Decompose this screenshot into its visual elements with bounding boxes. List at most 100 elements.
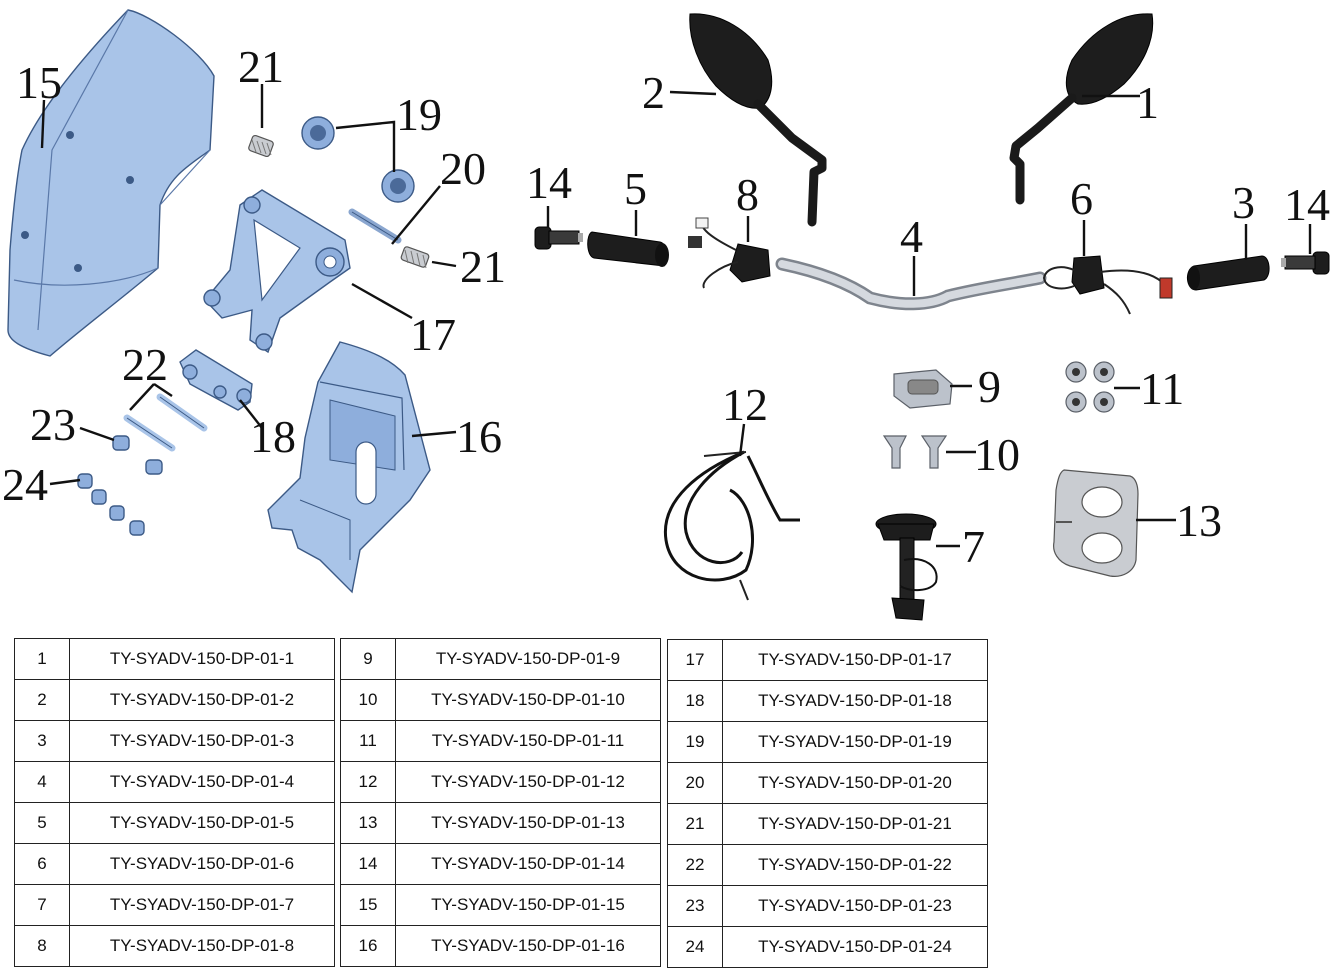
part-handlebar — [775, 257, 1047, 311]
callout-14-right: 14 — [1284, 179, 1330, 230]
part-code-cell: TY-SYADV-150-DP-01-13 — [395, 802, 661, 844]
part-switch-left — [688, 217, 771, 289]
part-code-cell: TY-SYADV-150-DP-01-4 — [69, 761, 335, 803]
part-code-cell: TY-SYADV-150-DP-01-8 — [69, 925, 335, 967]
part-number-cell: 4 — [14, 761, 70, 803]
callout-5: 5 — [624, 163, 647, 214]
part-mirror-left — [689, 13, 827, 227]
callout-11: 11 — [1140, 363, 1184, 414]
part-code-cell: TY-SYADV-150-DP-01-5 — [69, 802, 335, 844]
part-clamp-knob — [875, 513, 938, 621]
part-number-cell: 22 — [667, 844, 723, 886]
part-grip-right — [1187, 255, 1270, 291]
part-number-cell: 13 — [340, 802, 396, 844]
part-knob-lower — [381, 169, 415, 203]
part-mirror-right — [1009, 13, 1154, 205]
part-pins — [123, 393, 208, 452]
part-number-cell: 14 — [340, 843, 396, 885]
callout-3: 3 — [1232, 177, 1255, 228]
part-number-cell: 16 — [340, 925, 396, 967]
part-code-cell: TY-SYADV-150-DP-01-18 — [722, 680, 988, 722]
part-code-cell: TY-SYADV-150-DP-01-15 — [395, 884, 661, 926]
part-code-cell: TY-SYADV-150-DP-01-14 — [395, 843, 661, 885]
callout-12: 12 — [722, 379, 768, 430]
part-code-cell: TY-SYADV-150-DP-01-1 — [69, 638, 335, 680]
callout-22: 22 — [122, 339, 168, 390]
part-windscreen — [7, 9, 215, 357]
callout-4: 4 — [900, 211, 923, 262]
part-spring-lower — [400, 246, 430, 269]
callout-17: 17 — [410, 309, 456, 360]
part-number-cell: 15 — [340, 884, 396, 926]
callout-8: 8 — [736, 169, 759, 220]
part-number-cell: 18 — [667, 680, 723, 722]
part-number-cell: 9 — [340, 638, 396, 680]
callout-23: 23 — [30, 399, 76, 450]
exploded-parts-diagram: 15 21 19 20 21 17 22 23 18 24 16 2 1 14 … — [2, 9, 1330, 621]
part-washers — [77, 473, 145, 536]
part-knob-upper — [301, 116, 335, 150]
part-riser-clamp — [893, 369, 953, 409]
callout-16: 16 — [456, 411, 502, 462]
part-number-cell: 10 — [340, 679, 396, 721]
callout-2: 2 — [642, 67, 665, 118]
part-code-cell: TY-SYADV-150-DP-01-6 — [69, 843, 335, 885]
part-bar-end-left — [534, 226, 583, 250]
part-number-cell: 19 — [667, 721, 723, 763]
callout-15: 15 — [16, 57, 62, 108]
part-number-cell: 12 — [340, 761, 396, 803]
part-throttle-cable — [663, 450, 800, 601]
callout-10: 10 — [974, 429, 1020, 480]
part-code-cell: TY-SYADV-150-DP-01-7 — [69, 884, 335, 926]
callout-7: 7 — [962, 521, 985, 572]
part-number-cell: 17 — [667, 639, 723, 681]
part-code-cell: TY-SYADV-150-DP-01-24 — [722, 926, 988, 968]
callout-20: 20 — [440, 143, 486, 194]
part-number-cell: 2 — [14, 679, 70, 721]
part-number-cell: 21 — [667, 803, 723, 845]
part-number-cell: 23 — [667, 885, 723, 927]
callout-19: 19 — [396, 89, 442, 140]
part-bolt — [348, 208, 402, 244]
callout-6: 6 — [1070, 173, 1093, 224]
part-bar-end-right — [1281, 251, 1330, 275]
part-switch-right — [1042, 255, 1173, 315]
part-code-cell: TY-SYADV-150-DP-01-23 — [722, 885, 988, 927]
part-code-cell: TY-SYADV-150-DP-01-12 — [395, 761, 661, 803]
callout-9: 9 — [978, 361, 1001, 412]
part-code-cell: TY-SYADV-150-DP-01-17 — [722, 639, 988, 681]
part-code-cell: TY-SYADV-150-DP-01-21 — [722, 803, 988, 845]
part-number-cell: 24 — [667, 926, 723, 968]
part-code-cell: TY-SYADV-150-DP-01-2 — [69, 679, 335, 721]
callout-24: 24 — [2, 459, 48, 510]
part-code-cell: TY-SYADV-150-DP-01-3 — [69, 720, 335, 762]
part-number-cell: 5 — [14, 802, 70, 844]
leader-lines — [40, 84, 1312, 548]
part-code-cell: TY-SYADV-150-DP-01-16 — [395, 925, 661, 967]
part-code-cell: TY-SYADV-150-DP-01-9 — [395, 638, 661, 680]
part-number-cell: 20 — [667, 762, 723, 804]
part-clamp-bolts — [1065, 361, 1115, 413]
part-risers — [882, 435, 948, 469]
part-number-cell: 7 — [14, 884, 70, 926]
part-mount-plate — [1053, 469, 1139, 577]
part-spring-upper — [248, 134, 274, 158]
